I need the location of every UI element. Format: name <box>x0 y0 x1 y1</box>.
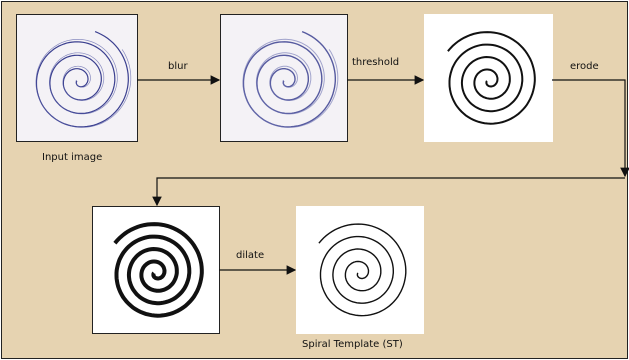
blur-label: blur <box>168 61 188 72</box>
input-image-panel <box>16 14 138 142</box>
input-image-label: Input image <box>42 152 102 163</box>
blurred-spiral-image <box>221 15 347 141</box>
erode-label: erode <box>570 61 599 72</box>
threshold-spiral-image <box>425 15 552 141</box>
spiral-template-image <box>297 207 423 333</box>
threshold-label: threshold <box>352 57 399 68</box>
hand-drawn-spiral-image <box>17 15 137 141</box>
spiral-template-panel <box>296 206 424 334</box>
dilate-label: dilate <box>236 250 264 261</box>
blurred-image-panel <box>220 14 348 142</box>
eroded-spiral-image <box>93 207 219 333</box>
threshold-image-panel <box>424 14 553 142</box>
eroded-image-panel <box>92 206 220 334</box>
spiral-template-label: Spiral Template (ST) <box>302 339 403 350</box>
